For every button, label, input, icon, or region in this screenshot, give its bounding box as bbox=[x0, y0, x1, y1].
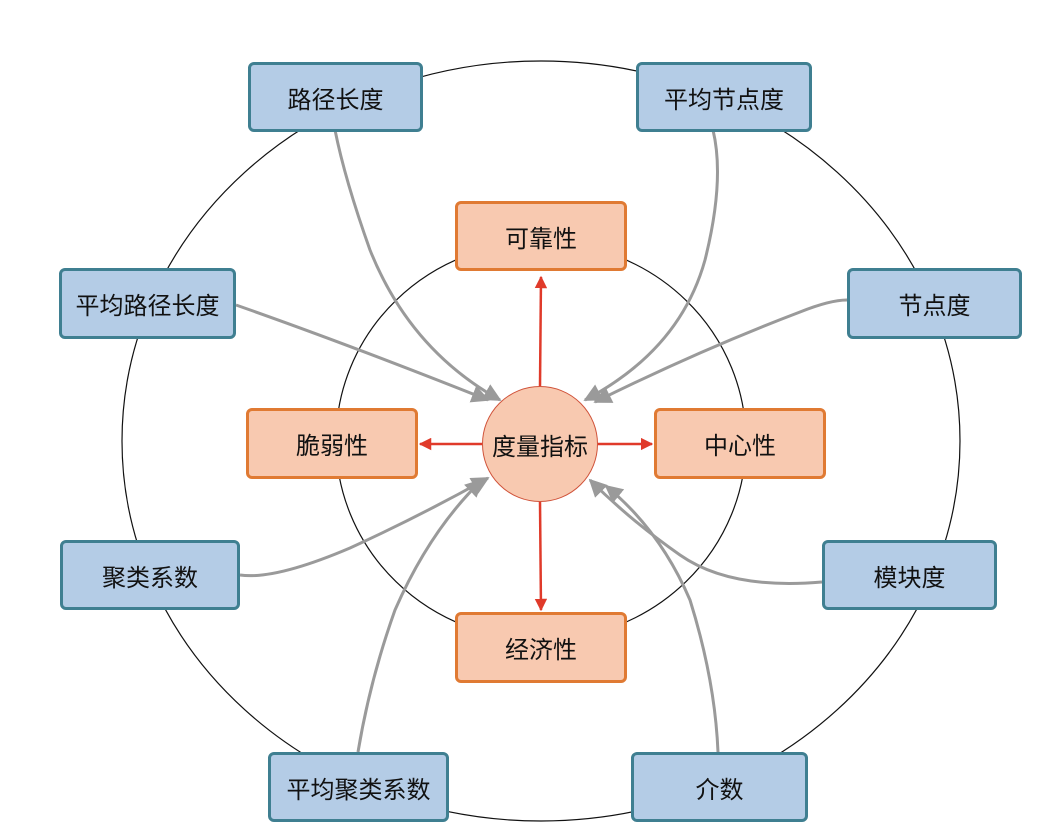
outer-ring bbox=[121, 60, 961, 822]
metric-label: 聚类系数 bbox=[102, 563, 198, 592]
arrow-from-avg-path-length bbox=[235, 303, 490, 403]
arrow-from-modularity bbox=[588, 478, 823, 585]
metric-label: 模块度 bbox=[873, 563, 946, 592]
metric-node-degree: 节点度 bbox=[847, 268, 1022, 339]
property-label: 脆弱性 bbox=[296, 432, 368, 460]
arrow-to-reliability bbox=[534, 275, 548, 387]
property-label: 可靠性 bbox=[505, 224, 577, 253]
arrow-from-node-degree bbox=[593, 298, 848, 404]
property-reliability: 可靠性 bbox=[455, 201, 627, 271]
center-label: 度量指标 bbox=[492, 432, 588, 461]
metric-label: 平均路径长度 bbox=[75, 292, 220, 320]
metric-clustering-coeff: 聚类系数 bbox=[60, 540, 240, 610]
property-label: 中心性 bbox=[704, 432, 776, 460]
metric-avg-path-length: 平均路径长度 bbox=[59, 268, 236, 339]
metric-betweenness: 介数 bbox=[631, 752, 808, 822]
metric-path-length: 路径长度 bbox=[248, 62, 423, 132]
metric-label: 节点度 bbox=[898, 292, 971, 320]
metric-modularity: 模块度 bbox=[822, 540, 997, 610]
arrow-from-betweenness bbox=[604, 484, 720, 753]
property-vulnerability: 脆弱性 bbox=[246, 408, 418, 479]
metric-avg-node-degree: 平均节点度 bbox=[636, 62, 812, 132]
metric-avg-clustering-coeff: 平均聚类系数 bbox=[268, 752, 449, 822]
arrow-from-path-length bbox=[333, 129, 502, 402]
property-centrality: 中心性 bbox=[654, 408, 826, 479]
arrow-to-economy bbox=[534, 501, 548, 612]
property-economy: 经济性 bbox=[455, 612, 627, 683]
metric-label: 路径长度 bbox=[287, 85, 384, 114]
metric-label: 介数 bbox=[695, 775, 744, 804]
arrow-from-avg-node-degree bbox=[583, 129, 719, 402]
metric-label: 平均聚类系数 bbox=[286, 775, 431, 804]
metric-label: 平均节点度 bbox=[664, 85, 784, 114]
center-node-metrics: 度量指标 bbox=[482, 386, 598, 502]
arrow-from-avg-clustering-coeff bbox=[356, 478, 484, 753]
arrow-from-clustering-coeff bbox=[239, 476, 490, 578]
property-label: 经济性 bbox=[505, 636, 577, 664]
